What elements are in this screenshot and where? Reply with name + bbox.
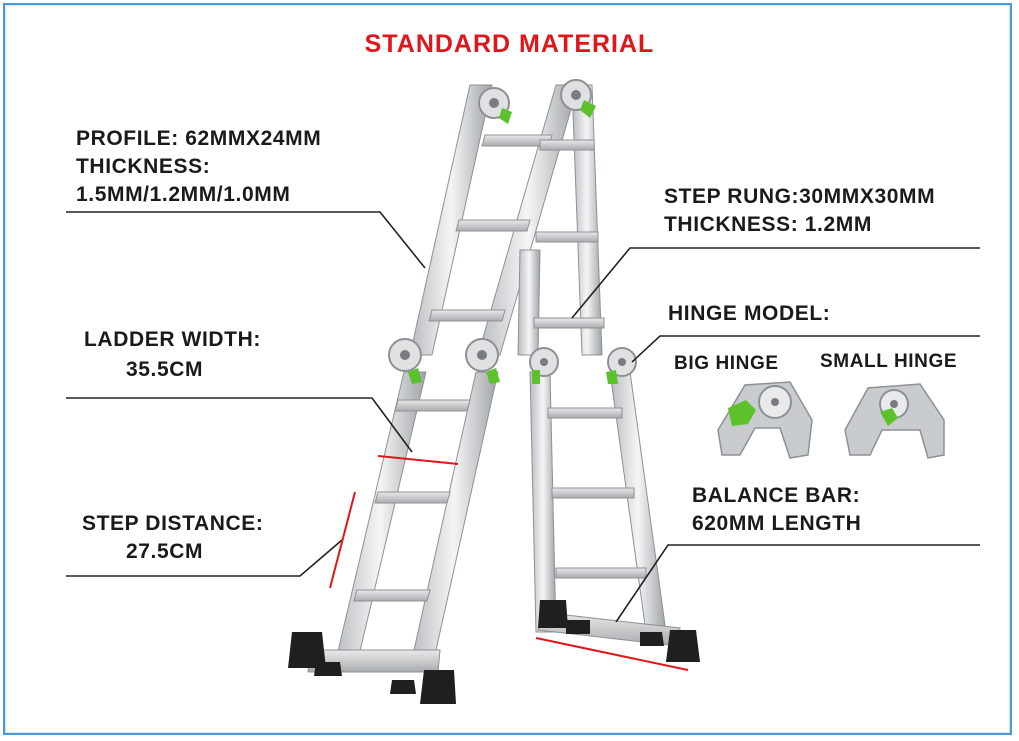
hinge-mid-4 (606, 347, 637, 384)
step-distance-leader-line (66, 539, 343, 577)
hinge-model-label: HINGE MODEL: (668, 302, 831, 325)
front-ladder (288, 84, 579, 704)
profile-leader-line (66, 211, 426, 269)
hinge-mid-1 (388, 338, 422, 384)
hinge-mid-2 (465, 338, 500, 384)
step-distance-value: 27.5CM (126, 540, 204, 563)
step-rung-label: STEP RUNG:30MMX30MM (664, 185, 936, 208)
small-hinge-image (844, 383, 945, 459)
balance-bar-mark (535, 637, 689, 671)
small-hinge-label: SMALL HINGE (820, 351, 958, 372)
frame-border (3, 3, 1012, 735)
ladder-width-label: LADDER WIDTH: (84, 328, 261, 351)
profile-label: PROFILE: 62MMX24MM (76, 127, 322, 150)
profile-thickness-label: THICKNESS: (76, 155, 211, 178)
hinge-leader-line (631, 335, 980, 363)
big-hinge-label: BIG HINGE (674, 353, 779, 374)
balance-bar-label: BALANCE BAR: (692, 484, 861, 507)
rear-ladder (517, 84, 700, 662)
step-rung-leader-line (571, 247, 980, 319)
profile-thickness-value: 1.5MM/1.2MM/1.0MM (76, 183, 291, 206)
ladder-width-leader-line (66, 397, 413, 453)
hinge-top-right (560, 79, 596, 118)
page-title: STANDARD MATERIAL (364, 30, 655, 58)
big-hinge-image (717, 381, 813, 459)
hinge-top-left (478, 87, 512, 124)
ladder-width-mark (377, 455, 459, 465)
balance-bar-length: 620MM LENGTH (692, 512, 862, 535)
callout-lines (66, 211, 980, 623)
step-distance-label: STEP DISTANCE: (82, 512, 264, 535)
hinge-mid-3 (529, 347, 559, 384)
step-distance-mark (329, 491, 356, 589)
balance-bar-leader-line (615, 544, 980, 623)
ladder-width-value: 35.5CM (126, 358, 204, 381)
measurement-marks (329, 455, 689, 671)
step-rung-thickness: THICKNESS: 1.2MM (664, 213, 872, 236)
